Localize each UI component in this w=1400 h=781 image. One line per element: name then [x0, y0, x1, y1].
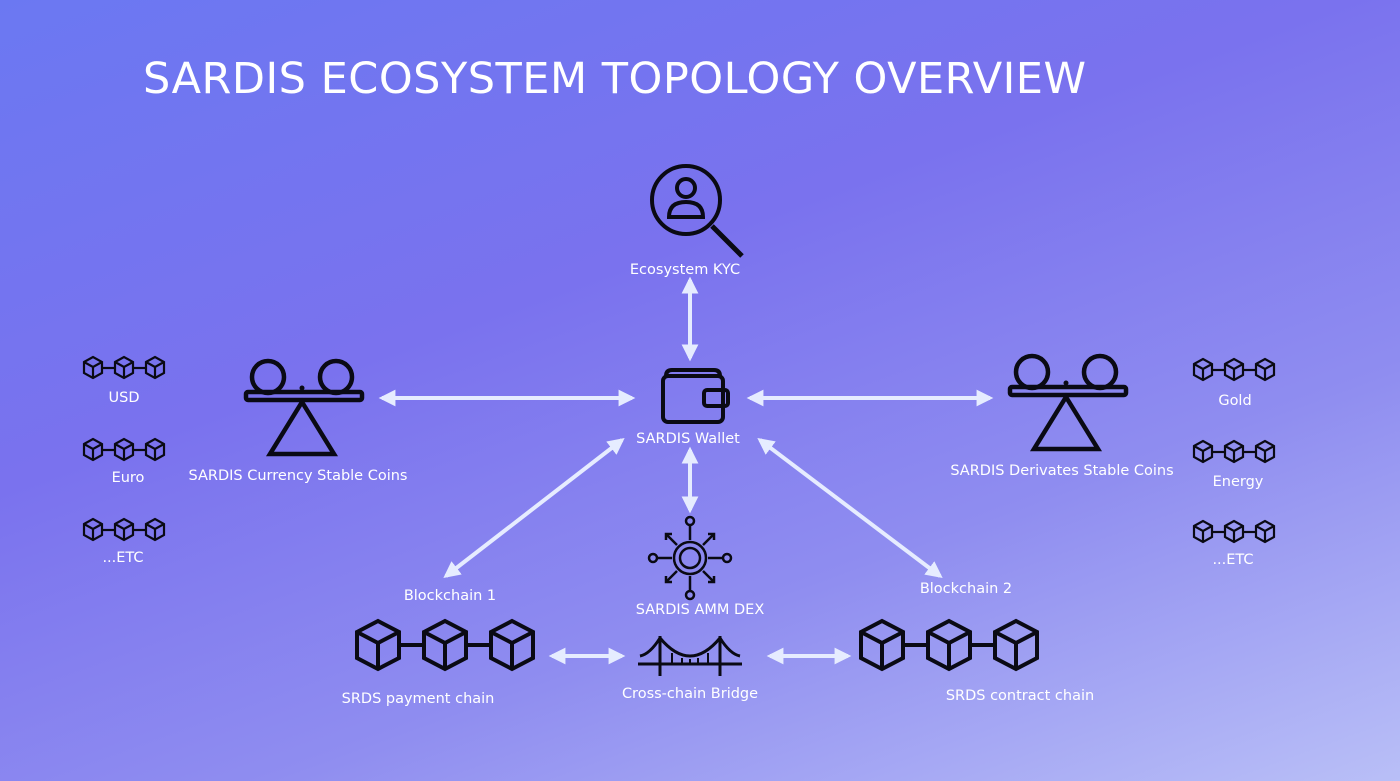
arrow-wallet-blockchain2: [757, 437, 943, 579]
derivates-label: SARDIS Derivates Stable Coins: [950, 463, 1174, 479]
currency-item-euro: Euro: [111, 470, 145, 486]
payment-chain-label: SRDS payment chain: [341, 691, 495, 707]
scale-icon: [1007, 353, 1129, 453]
amm-dex-icon: [646, 514, 734, 602]
blockchain-icon: [1192, 356, 1276, 382]
currency-item-usd: USD: [108, 390, 140, 406]
contract-chain-label: SRDS contract chain: [945, 688, 1095, 704]
blockchain-icon: [82, 436, 166, 462]
contract-chain-icon: [858, 617, 1040, 673]
currency-item-etc: ...ETC: [102, 550, 144, 566]
arrow-wallet-blockchain1: [443, 437, 625, 579]
blockchain-icon: [1192, 438, 1276, 464]
kyc-label: Ecosystem KYC: [629, 262, 741, 278]
blockchain-icon: [82, 354, 166, 380]
bridge-icon: [638, 632, 742, 680]
currency-label: SARDIS Currency Stable Coins: [188, 468, 408, 484]
blockchain-icon: [1192, 518, 1276, 544]
blockchain1-label: Blockchain 1: [403, 588, 497, 604]
derivative-item-etc: ...ETC: [1212, 552, 1254, 568]
wallet-label: SARDIS Wallet: [636, 431, 740, 447]
kyc-search-icon: [648, 162, 748, 262]
page-title: SARDIS ECOSYSTEM TOPOLOGY OVERVIEW: [143, 54, 1087, 104]
blockchain-icon: [82, 516, 166, 542]
payment-chain-icon: [354, 617, 536, 673]
amm-label: SARDIS AMM DEX: [635, 602, 765, 618]
scale-icon: [243, 358, 365, 458]
bridge-label: Cross-chain Bridge: [621, 686, 759, 702]
blockchain2-label: Blockchain 2: [919, 581, 1013, 597]
derivative-item-gold: Gold: [1218, 393, 1252, 409]
derivative-item-energy: Energy: [1212, 474, 1264, 490]
wallet-icon: [660, 366, 730, 424]
